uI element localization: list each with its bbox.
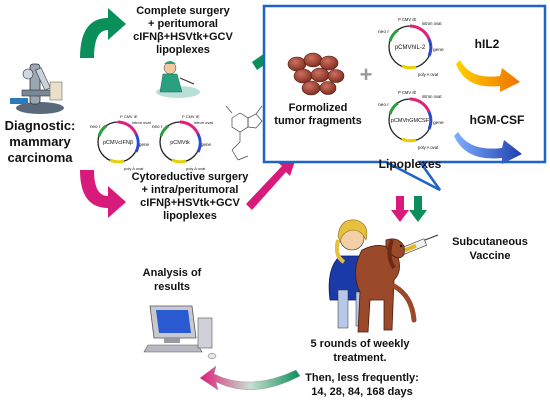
- cytokine-gmcsf-label: hGM-CSF: [470, 113, 525, 127]
- plasmid-hil2-promoter: P CMV IE: [398, 17, 417, 22]
- plasmid-hgmcsf-right: gene: [433, 121, 444, 126]
- lipoplexes-label: Lipoplexes: [379, 157, 442, 171]
- plasmid-hgmcsf: pCMVhGMCSF P CMV IE intron ovat neo r ge…: [378, 90, 444, 150]
- surgery-complete-line-2: + peritumoral: [148, 18, 218, 30]
- plasmid-cifnb-name: pCMVcIFNβ: [103, 140, 133, 146]
- plasmid-cifnb-left: neo r: [90, 124, 101, 129]
- plasmid-hgmcsf-bottom: poly A ovat: [418, 145, 439, 150]
- analysis-line-2: results: [154, 281, 190, 293]
- plasmid-hgmcsf-name: pCMVhGMCSF: [391, 118, 430, 124]
- plasmid-tk-promoter: P CMV IE: [182, 114, 200, 119]
- surgery-complete-line-4: lipoplexes: [156, 44, 210, 56]
- plasmid-cifnb: pCMVcIFNβ P CMV IE intron ovat neo r gen…: [90, 114, 152, 171]
- cytokine-il2-label: hIL2: [475, 37, 500, 51]
- formolized-line-2: tumor fragments: [274, 115, 361, 127]
- diagnostic-line-1: Diagnostic:: [5, 118, 76, 133]
- plasmid-hil2-intron: intron ovat: [422, 21, 442, 26]
- plasmid-hil2-name: pCMVhIL-2: [395, 45, 426, 51]
- blue-curved-arrow: [454, 132, 522, 164]
- syringe-icon: [401, 234, 439, 255]
- treatment-line-4: 14, 28, 84, 168 days: [311, 386, 413, 398]
- plus-sign: +: [360, 62, 373, 87]
- plasmid-hil2-right: gene: [433, 48, 444, 53]
- plasmid-tk-bottom: poly A ovat: [186, 166, 206, 171]
- formolized-line-1: Formolized: [289, 102, 348, 114]
- plasmid-hgmcsf-left: neo r: [378, 102, 389, 108]
- surgery-complete-line-3: cIFNβ+HSVtk+GCV: [133, 31, 233, 43]
- surgery-cyto-line-3: cIFNβ+HSVtk+GCV: [140, 197, 240, 209]
- microscope-icon: [10, 63, 64, 114]
- return-curved-arrow: [199, 365, 301, 391]
- plasmid-tk: pCMVtk P CMV IE intron ovat neo r gene p…: [152, 114, 214, 171]
- down-arrows: [391, 196, 427, 222]
- plasmid-tk-left: neo r: [152, 124, 163, 129]
- lipoplex-panel: [262, 4, 547, 192]
- surgeon-icon: [156, 61, 200, 98]
- veterinarian-dog-illustration: [328, 219, 439, 333]
- vaccine-line-1: Subcutaneous: [452, 236, 528, 248]
- surgery-complete-line-1: Complete surgery: [136, 5, 230, 17]
- plasmid-tk-right: gene: [201, 142, 212, 147]
- plasmid-cifnb-bottom: poly A ovat: [124, 166, 144, 171]
- orange-curved-arrow: [456, 60, 520, 92]
- plasmid-cifnb-right: gene: [139, 142, 150, 147]
- plasmid-tk-intron: intron ovat: [194, 120, 214, 125]
- plasmid-hgmcsf-intron: intron ovat: [422, 94, 442, 99]
- surgery-cyto-line-2: + intra/peritumoral: [142, 184, 239, 196]
- analysis-line-1: Analysis of: [143, 267, 202, 279]
- surgery-cyto-line-1: Cytoreductive surgery: [132, 171, 250, 183]
- diagnostic-line-2: mammary: [9, 134, 71, 149]
- green-curved-arrow: [80, 8, 126, 58]
- computer-icon: [143, 305, 217, 359]
- gcv-structure-icon: [225, 105, 263, 161]
- treatment-line-2: treatment.: [333, 352, 386, 364]
- tumor-fragments-icon: [287, 52, 345, 96]
- treatment-line-1: 5 rounds of weekly: [310, 338, 410, 350]
- plasmid-hil2-bottom: poly A ovat: [418, 72, 439, 77]
- plasmid-hgmcsf-promoter: P CMV IE: [398, 90, 417, 95]
- magenta-straight-arrow: [246, 158, 296, 210]
- plasmid-tk-name: pCMVtk: [170, 140, 190, 146]
- treatment-line-3: Then, less frequently:: [305, 372, 419, 384]
- plasmid-hil2: pCMVhIL-2 P CMV IE intron ovat neo r gen…: [378, 17, 444, 77]
- surgery-cyto-line-4: lipoplexes: [163, 210, 217, 222]
- diagnostic-line-3: carcinoma: [7, 150, 73, 165]
- plasmid-hil2-left: neo r: [378, 29, 389, 35]
- plasmid-cifnb-promoter: P CMV IE: [120, 114, 138, 119]
- magenta-curved-arrow: [80, 170, 126, 218]
- plasmid-cifnb-intron: intron ovat: [132, 120, 152, 125]
- vaccine-line-2: Vaccine: [470, 250, 511, 262]
